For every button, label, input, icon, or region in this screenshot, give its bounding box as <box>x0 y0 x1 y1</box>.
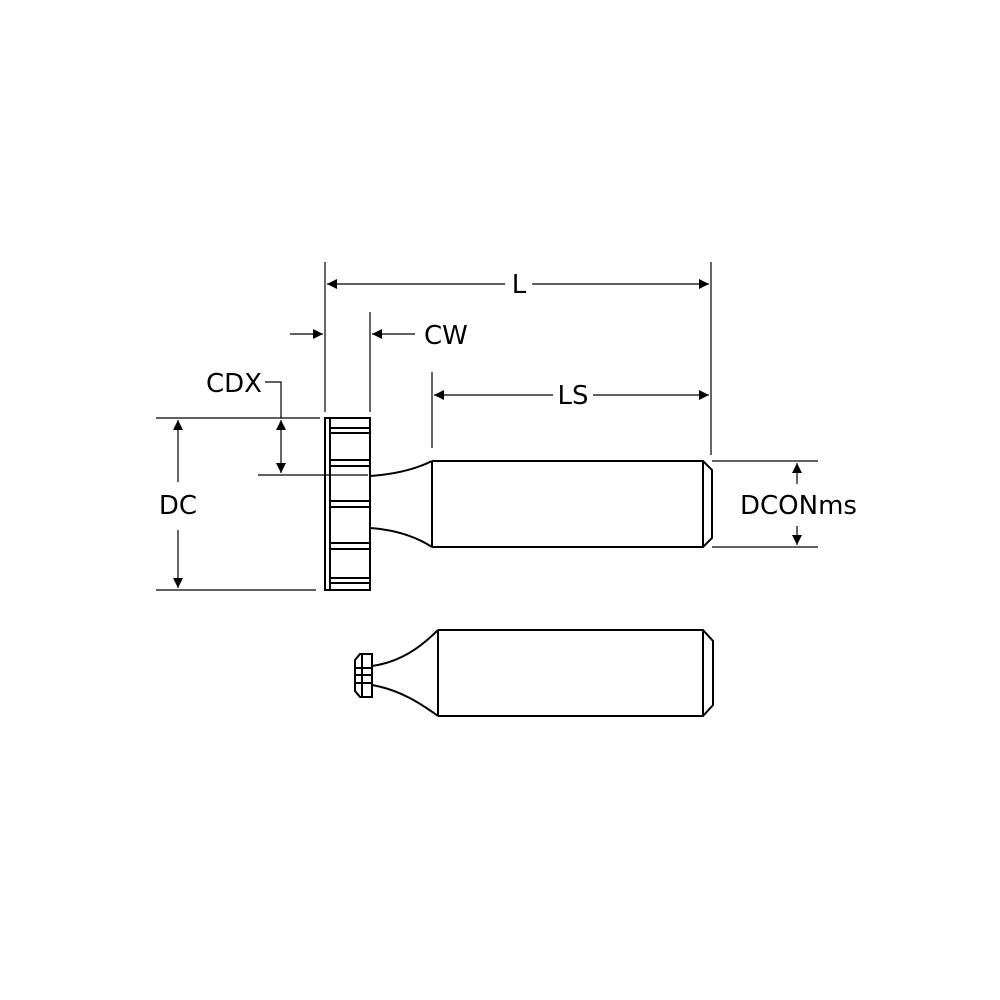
small-cutter-head <box>354 653 373 698</box>
secondary-view <box>354 629 714 717</box>
main-view <box>324 417 713 591</box>
label-dc: DC <box>159 491 197 521</box>
label-dconms: DCONms <box>740 491 857 521</box>
label-cdx: CDX <box>206 369 262 399</box>
small-shank <box>371 629 714 717</box>
dimension-labels: L CW LS CDX DC DCONms <box>159 270 857 521</box>
dimension-lines <box>156 262 818 591</box>
label-l: L <box>512 270 527 300</box>
label-ls: LS <box>558 381 589 411</box>
shank <box>369 460 713 548</box>
label-cw: CW <box>424 321 468 351</box>
cutter-head <box>324 417 371 591</box>
